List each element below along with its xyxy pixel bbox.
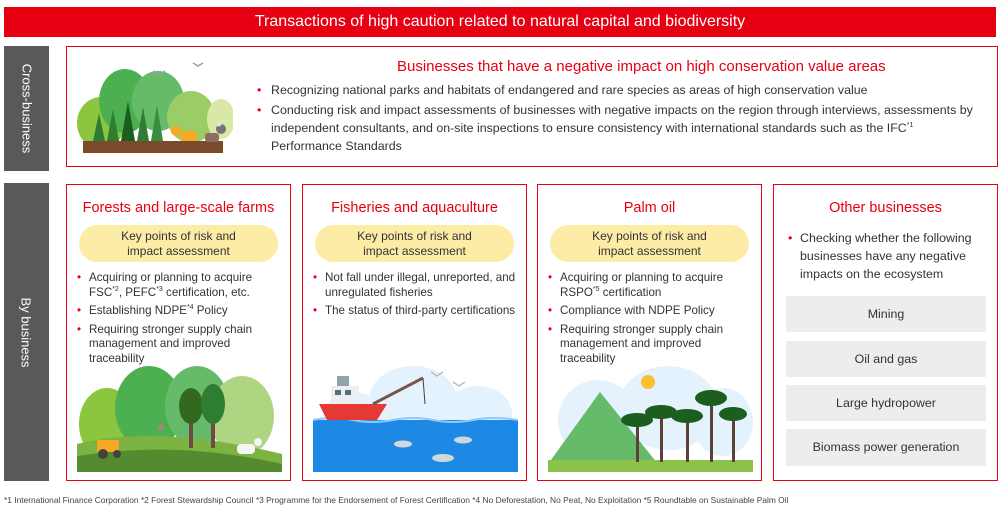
banner: Transactions of high caution related to … — [4, 7, 996, 37]
list-item: Requiring stronger supply chain manageme… — [75, 323, 282, 367]
card-title: Forests and large-scale farms — [82, 200, 275, 216]
business-item-mining: Mining — [786, 296, 986, 332]
list-item: Checking whether the following businesse… — [786, 229, 987, 283]
card-title: Other businesses — [829, 200, 942, 216]
side-label-cross-text: Cross-business — [19, 63, 34, 154]
list-item: The status of third-party certifications — [311, 304, 518, 319]
footnote: *1 International Finance Corporation *2 … — [4, 495, 789, 505]
business-item-oil-gas: Oil and gas — [786, 341, 986, 377]
side-label-by-business: By business — [4, 183, 49, 481]
business-item-biomass: Biomass power generation — [786, 429, 986, 466]
list-item: Acquiring or planning to acquire FSC*2, … — [75, 271, 282, 300]
list-item: Compliance with NDPE Policy — [546, 304, 753, 319]
list-item: Recognizing national parks and habitats … — [255, 81, 985, 99]
list-item: Requiring stronger supply chain manageme… — [546, 323, 753, 367]
palm-plantation-illustration-icon — [548, 366, 753, 472]
card-bullets: Acquiring or planning to acquire RSPO*5 … — [546, 271, 753, 371]
side-label-biz-text: By business — [19, 296, 34, 368]
list-item: Not fall under illegal, unreported, and … — [311, 271, 518, 300]
business-item-hydropower: Large hydropower — [786, 385, 986, 421]
farm-landscape-illustration-icon — [77, 366, 282, 472]
cross-business-bullets: Recognizing national parks and habitats … — [255, 81, 985, 157]
card-bullets: Not fall under illegal, unreported, and … — [311, 271, 518, 323]
list-item: Acquiring or planning to acquire RSPO*5 … — [546, 271, 753, 300]
card-bullets: Acquiring or planning to acquire FSC*2, … — [75, 271, 282, 371]
card-forests: Forests and large-scale farms Key points… — [66, 184, 291, 481]
card-bullets: Checking whether the following businesse… — [786, 229, 987, 283]
list-item: Establishing NDPE*4 Policy — [75, 304, 282, 319]
cross-business-panel: Businesses that have a negative impact o… — [66, 46, 998, 167]
side-label-cross-business: Cross-business — [4, 46, 49, 171]
card-other-businesses: Other businesses Checking whether the fo… — [773, 184, 998, 481]
fishing-boat-illustration-icon — [313, 366, 518, 472]
cross-business-title: Businesses that have a negative impact o… — [397, 58, 886, 75]
card-title: Fisheries and aquaculture — [331, 200, 498, 216]
list-item: Conducting risk and impact assessments o… — [255, 101, 985, 155]
banner-title: Transactions of high caution related to … — [254, 13, 746, 30]
card-fisheries: Fisheries and aquaculture Key points of … — [302, 184, 527, 481]
forest-animals-illustration-icon — [77, 62, 233, 153]
card-title: Palm oil — [623, 200, 676, 216]
